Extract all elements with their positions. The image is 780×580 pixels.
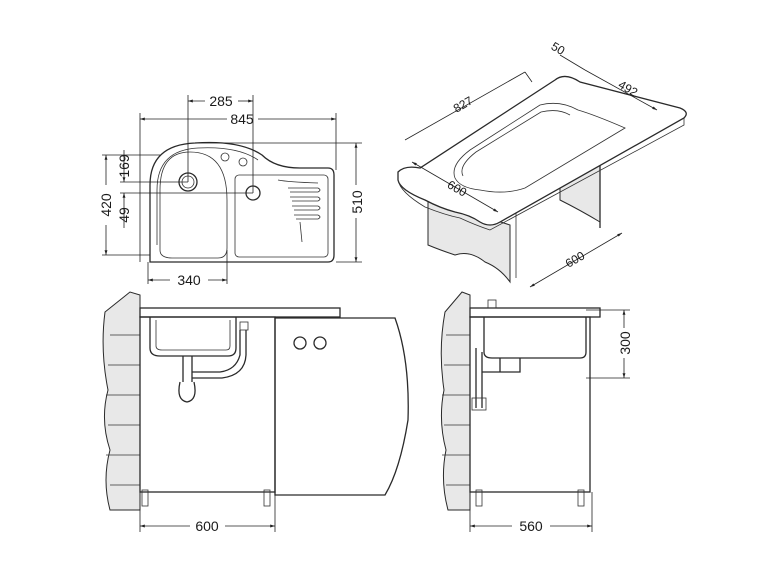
dim-600-cabinet: 600 <box>563 248 588 270</box>
countertop <box>397 75 687 226</box>
dim-300: 300 <box>617 331 633 355</box>
sink-bowl <box>149 317 237 357</box>
cabinet-foot <box>141 489 149 507</box>
cabinet-foot <box>263 489 271 507</box>
countertop-side <box>469 307 601 318</box>
side-elevation: 300 560 <box>440 291 633 534</box>
isometric-view: 827 50 492 600 600 <box>397 39 687 288</box>
cabinet-front <box>139 316 276 493</box>
dim-340: 340 <box>177 272 201 288</box>
brick-wall <box>440 291 471 511</box>
dim-49: 49 <box>116 207 132 223</box>
drain-trap <box>178 330 247 403</box>
dim-560: 560 <box>519 518 543 534</box>
sink-outline <box>149 141 335 263</box>
dim-600-front: 600 <box>195 518 219 534</box>
dim-169: 169 <box>116 154 132 178</box>
front-elevation: 600 <box>102 291 409 534</box>
cabinet-foot <box>475 489 483 507</box>
dim-50: 50 <box>549 39 568 58</box>
knob <box>313 336 327 350</box>
main-bowl <box>159 151 228 259</box>
dim-845: 845 <box>230 111 254 127</box>
tap-hole <box>238 157 248 167</box>
dim-420: 420 <box>98 193 114 217</box>
plan-view: 285 845 510 420 169 49 340 <box>98 93 365 288</box>
tap-hole <box>220 152 230 162</box>
drain-side <box>475 348 521 408</box>
dim-285: 285 <box>209 93 233 109</box>
cabinet-side-view <box>469 316 591 493</box>
brick-wall <box>102 291 141 511</box>
cabinet-foot <box>577 489 585 507</box>
dim-510: 510 <box>349 190 365 214</box>
side-panel <box>274 317 409 496</box>
knob <box>293 336 307 350</box>
drainer-bowl <box>234 174 329 258</box>
countertop-front <box>139 307 341 318</box>
tap <box>487 299 497 309</box>
drainer-grooves <box>277 179 321 243</box>
sink-bowl-side <box>483 317 587 359</box>
